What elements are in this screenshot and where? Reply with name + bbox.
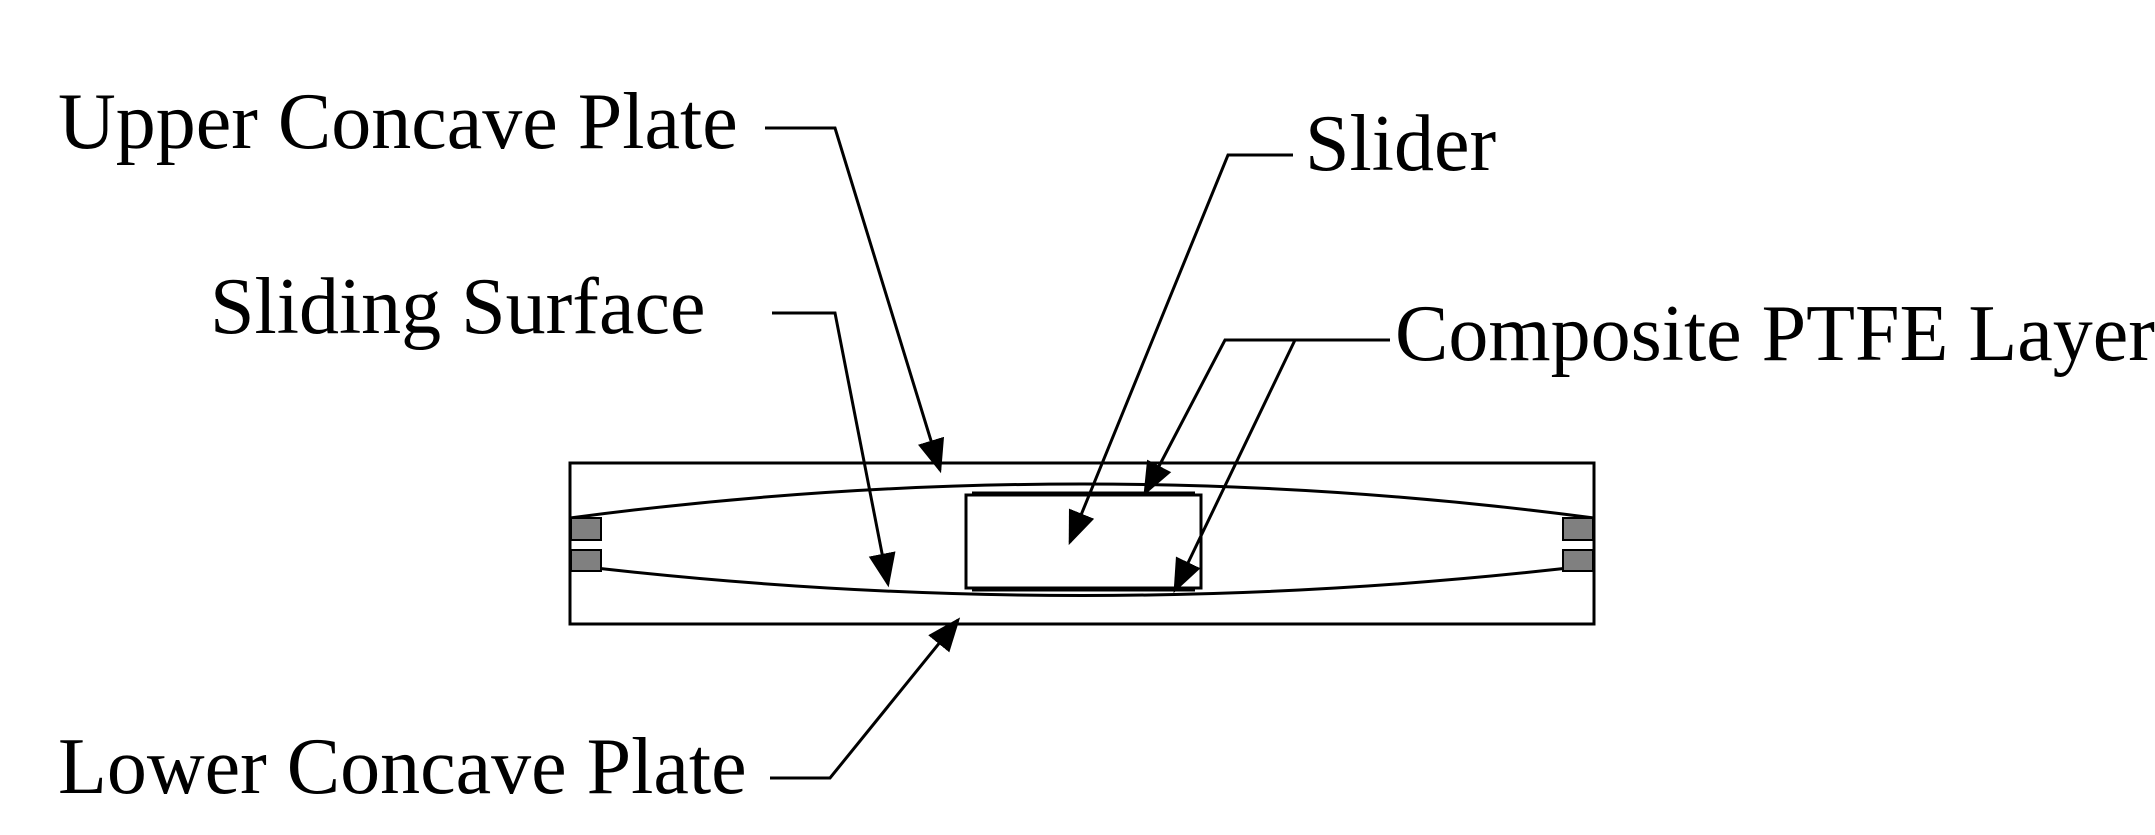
leader-ptfe-layer-bottom xyxy=(1173,339,1297,594)
label-upper-concave-plate: Upper Concave Plate xyxy=(58,78,738,166)
leader-sliding-surface xyxy=(772,311,896,588)
label-composite-ptfe-layer: Composite PTFE Layer xyxy=(1395,290,2155,378)
leader-lower-concave-plate xyxy=(770,617,961,780)
seal-block-left-upper xyxy=(570,517,602,541)
leader-ptfe-layer-top xyxy=(1143,338,1390,497)
slider-block xyxy=(964,493,1203,590)
leader-upper-concave-plate xyxy=(765,126,945,474)
seal-block-right-upper xyxy=(1562,517,1594,541)
label-sliding-surface: Sliding Surface xyxy=(210,263,705,351)
seal-block-right-lower xyxy=(1562,549,1594,572)
label-slider: Slider xyxy=(1305,100,1496,188)
leader-slider xyxy=(1068,153,1293,546)
leader-lines xyxy=(765,126,1390,780)
seal-blocks xyxy=(570,517,1594,572)
label-lower-concave-plate: Lower Concave Plate xyxy=(58,723,747,811)
seal-block-left-lower xyxy=(570,549,602,572)
bearing-outline xyxy=(568,461,1596,626)
bearing-body xyxy=(568,461,1596,626)
lower-concave-surface xyxy=(569,563,1595,597)
upper-concave-surface xyxy=(569,482,1595,520)
